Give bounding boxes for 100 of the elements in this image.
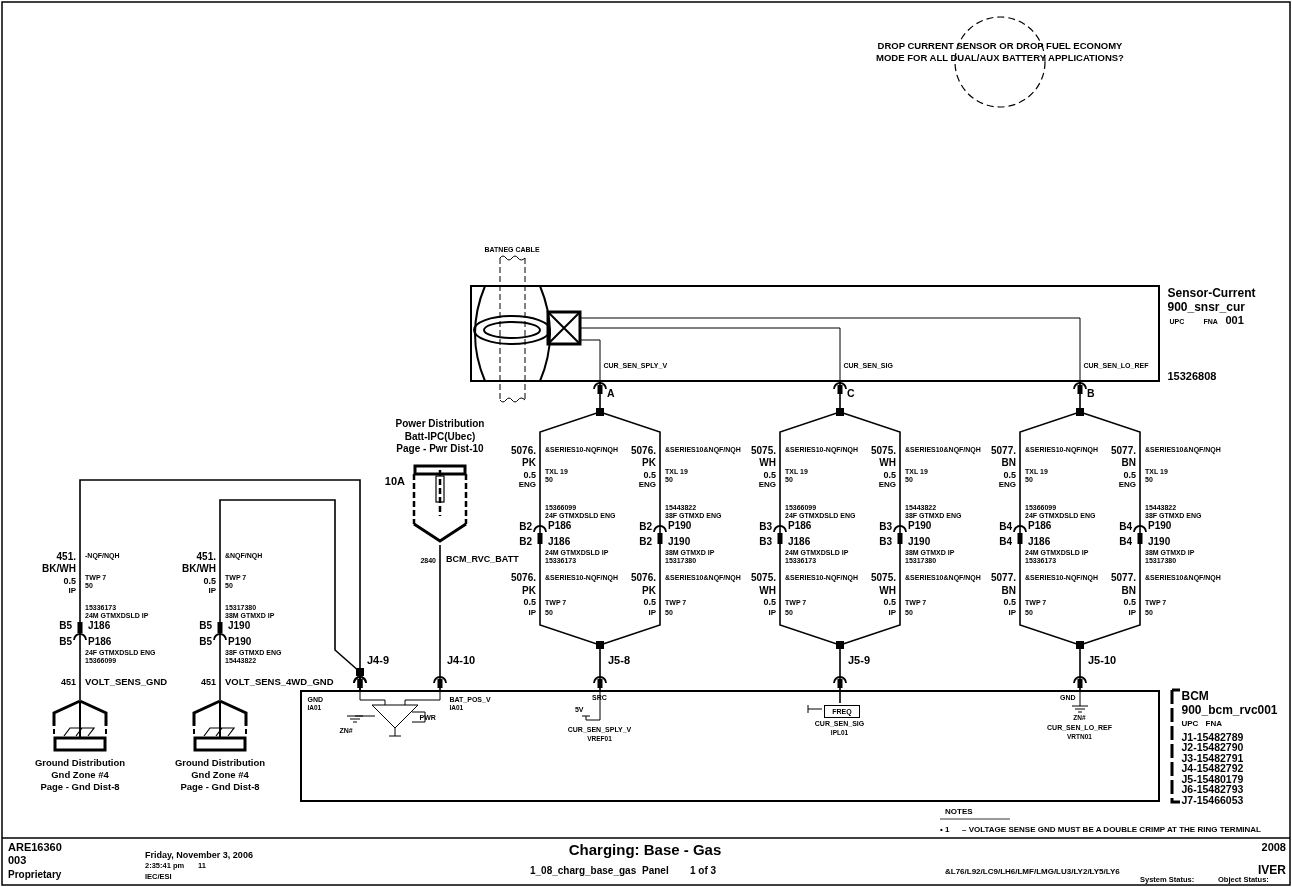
wire-color: BN <box>1001 458 1016 468</box>
circuit-number: 451 <box>60 678 76 687</box>
circuit-number: 5075. <box>750 446 776 456</box>
wire-size: 0.5 <box>1123 598 1136 607</box>
location-code: ENG <box>878 481 896 489</box>
wire-size: 0.5 <box>763 471 776 480</box>
connector-id: P186 <box>548 521 572 531</box>
connector-id: P186 <box>1028 521 1052 531</box>
connector-part-number: J5-15480179 <box>1181 773 1244 784</box>
signal-name: BCM_RVC_BATT <box>446 555 519 564</box>
cavity-number: B4 <box>999 522 1012 532</box>
wire-size: 0.5 <box>643 598 656 607</box>
reference-text: Ground Distribution Gnd Zone #4 Page - Gnd Dist-8 <box>173 757 267 793</box>
connector-id: P190 <box>228 637 252 647</box>
part-number: 15326808 <box>1167 370 1217 382</box>
page-number: 1 of 3 <box>690 866 717 876</box>
wire-color: BK/WH <box>42 564 76 574</box>
wire-color: WH <box>759 458 776 468</box>
classification-text: Proprietary <box>8 870 62 880</box>
cavity-number: B5 <box>199 637 212 647</box>
connector-id: J190 <box>228 621 251 631</box>
cavity-number: B3 <box>759 522 772 532</box>
location-code: IP <box>648 609 656 617</box>
module-name: BCM <box>1181 689 1209 702</box>
location-code: ENG <box>518 481 536 489</box>
wire-size: 0.5 <box>63 577 76 586</box>
circuit-number: 5076. <box>510 446 536 456</box>
module-code: 900_bcm_rvc <box>1181 703 1258 716</box>
location-code: IP <box>768 609 776 617</box>
connector-id: P190 <box>668 521 692 531</box>
reference-text: Ground Distribution Gnd Zone #4 Page - Gnd Dist-8 <box>33 757 127 793</box>
connector-part-number: J1-15482789 <box>1181 731 1244 742</box>
pin-label: J4-9 <box>367 655 390 666</box>
revision-number: 003 <box>8 855 27 866</box>
wire-size: 0.5 <box>203 577 216 586</box>
wire-color: WH <box>879 586 896 596</box>
module-code: 900_snsr_cur <box>1167 300 1245 313</box>
wire-color: WH <box>879 458 896 468</box>
cavity-number: B4 <box>999 537 1012 547</box>
connector-id: P190 <box>1148 521 1172 531</box>
circuit-number: 5077. <box>990 573 1016 583</box>
circuit-number: 5076. <box>510 573 536 583</box>
wire-size: 0.5 <box>1123 471 1136 480</box>
circuit-number: 5076. <box>630 573 656 583</box>
model-year: 2008 <box>1261 842 1286 853</box>
wire-size: 0.5 <box>523 598 536 607</box>
circuit-number: 5075. <box>870 573 896 583</box>
location-code: ENG <box>638 481 656 489</box>
connector-id: J190 <box>1148 537 1171 547</box>
fna-number: 001 <box>1257 703 1278 716</box>
file-name: 1_08_charg_base_gas <box>530 866 637 876</box>
wire <box>433 544 447 691</box>
cavity-number: B2 <box>519 522 532 532</box>
wire-color: BN <box>1121 458 1136 468</box>
location-code: IP <box>1128 609 1136 617</box>
location-code: IP <box>208 587 216 595</box>
circuit-number: 5075. <box>750 573 776 583</box>
circuit-number: 451 <box>200 678 216 687</box>
location-code: IP <box>528 609 536 617</box>
connector-id: J186 <box>788 537 811 547</box>
circuit-number: 5077. <box>1110 573 1136 583</box>
cavity-number: B3 <box>879 537 892 547</box>
pin-letter: B <box>1087 388 1095 399</box>
wire-color: PK <box>642 586 656 596</box>
wire <box>779 381 901 704</box>
cavity-number: B2 <box>639 522 652 532</box>
note-number: • 1 <box>940 826 950 834</box>
option-codes: &L76/L92/LC9/LH6/LMF/LMG/LU3/LY2/LY5/LY6 <box>945 868 1120 876</box>
wire-color: PK <box>522 586 536 596</box>
connector-part-number: J2-15482790 <box>1181 742 1244 753</box>
pin-label: J4-10 <box>447 655 476 666</box>
cavity-number: B3 <box>759 537 772 547</box>
connector-id: J190 <box>668 537 691 547</box>
wire-size: 0.5 <box>523 471 536 480</box>
wire <box>539 381 661 691</box>
wire-color: PK <box>522 458 536 468</box>
fna-number: 001 <box>1225 314 1244 326</box>
cavity-number: B5 <box>59 621 72 631</box>
cavity-number: B3 <box>879 522 892 532</box>
cavity-number: B4 <box>1119 522 1132 532</box>
panel-label: Panel <box>642 866 669 876</box>
status-code: IVER <box>1258 864 1286 876</box>
pin-label: J5-9 <box>848 655 871 666</box>
connector-part-number: J4-15482792 <box>1181 763 1244 774</box>
circuit-number: 5077. <box>990 446 1016 456</box>
wire-size: 0.5 <box>883 598 896 607</box>
wire-color: PK <box>642 458 656 468</box>
connector-part-number: J7-15466053 <box>1181 794 1244 805</box>
wire-color: WH <box>759 586 776 596</box>
diagram-title: Charging: Base - Gas <box>568 842 722 857</box>
wire-size: 0.5 <box>1003 598 1016 607</box>
field-label: FNA <box>1205 719 1222 728</box>
pin-label: J5-8 <box>608 655 631 666</box>
signal-name: VOLT_SENS_4WD_GND <box>225 677 334 687</box>
location-code: IP <box>888 609 896 617</box>
fuse-rating: 10A <box>384 476 405 487</box>
circuit-number: 451. <box>196 552 216 562</box>
pin-label: J5-10 <box>1088 655 1117 666</box>
drawing-number: ARE16360 <box>8 842 62 853</box>
connector-id: P190 <box>908 521 932 531</box>
